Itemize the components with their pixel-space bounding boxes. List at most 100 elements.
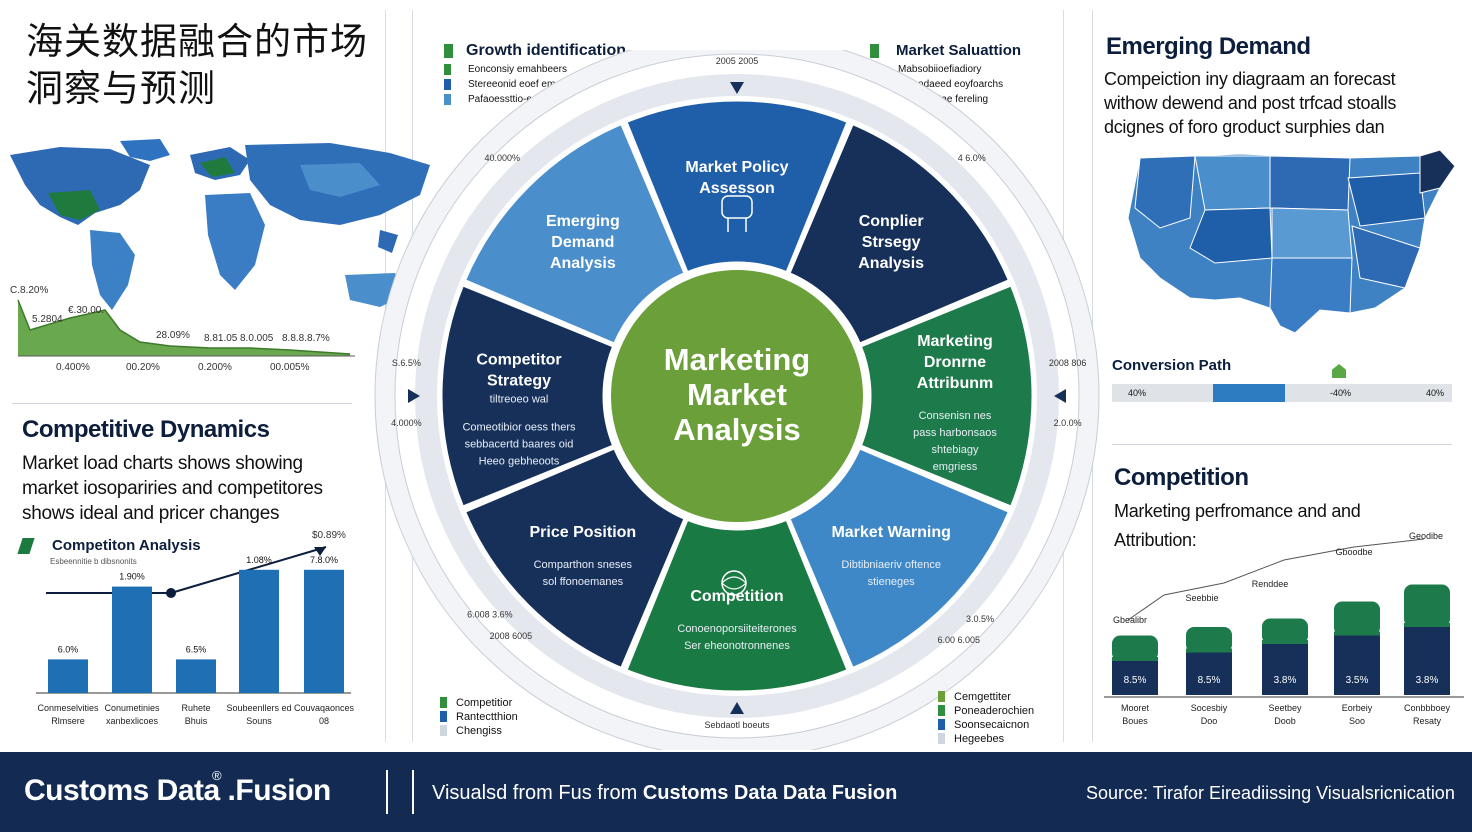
- footer-source: Source: Tirafor Eireadiissing Visualsric…: [1086, 783, 1455, 803]
- wheel-segment-title: Assesson: [699, 180, 775, 197]
- legend-swatch: [938, 705, 945, 716]
- map-label: C.8.20%: [10, 285, 49, 296]
- us-map: [1127, 149, 1456, 334]
- brand-name: Customs Data .Fusion: [24, 774, 331, 808]
- footer-divider: [386, 770, 388, 814]
- category-label: Rlmsere: [51, 716, 85, 725]
- footer-credit-prefix: Visualsd from Fus from: [432, 782, 643, 804]
- bar-value-label: 8.5%: [1198, 675, 1221, 686]
- competition-bar-chart: 6.0%ConmeselvitiesRlmsere1.90%Conumetini…: [36, 546, 355, 725]
- legend-item: Rantectthion: [456, 711, 518, 723]
- category-label: Conbbboey: [1404, 703, 1451, 713]
- legend-swatch: [938, 733, 945, 744]
- wheel-segment-title: Strsegy: [862, 234, 921, 251]
- ring-label: 2005 2005: [716, 56, 759, 66]
- bar-segment: [1334, 635, 1380, 695]
- legend-item: Chengiss: [456, 725, 502, 737]
- bar-segment-joint: [1404, 623, 1450, 627]
- footer-divider: [412, 770, 414, 814]
- section-body: Marketing perfromance and and Attributio…: [1114, 497, 1361, 555]
- page-title-line-2: 洞察与预测: [26, 67, 216, 110]
- legend-item: Pafaoessttio-ed egioghies: [468, 94, 584, 105]
- bar-segment: [1186, 627, 1232, 653]
- bar-value-label: 6.5%: [186, 644, 207, 654]
- legend-item: Eonconsiy emahbeers: [468, 64, 567, 75]
- legend-swatch: [444, 44, 453, 58]
- ring-label: 40.000%: [484, 153, 520, 163]
- legend-swatch: [440, 697, 447, 708]
- conversion-bar: 40% -40% 40%: [1112, 384, 1452, 402]
- legend-item: Stereeonid eoef emanbes: [468, 79, 583, 90]
- body-line: Attribution:: [1114, 530, 1197, 550]
- ring-label: 3.0.5%: [966, 614, 994, 624]
- legend-swatch: [444, 94, 451, 105]
- bar-segment: [1404, 627, 1450, 695]
- bar-segment: [1112, 635, 1158, 661]
- wheel-segment-sub: Comparthon sneses: [534, 559, 633, 571]
- bar-value-label: 1.90%: [119, 572, 145, 582]
- legend-swatch: [440, 725, 447, 736]
- world-map: [10, 139, 430, 310]
- divider: [1112, 444, 1452, 445]
- conversion-title: Conversion Path: [1112, 357, 1232, 374]
- ring-label: 2.0.0%: [1054, 418, 1082, 428]
- body-line: market iosopariries and competitores: [22, 478, 323, 499]
- ring-label: 2008 806: [1049, 358, 1087, 368]
- map-label: €.30.00.: [68, 305, 105, 316]
- bar-segment: [1404, 584, 1450, 627]
- legend-item: Cemgettiter: [954, 691, 1011, 703]
- footer-credit-bold: Customs Data Data Fusion: [642, 782, 898, 804]
- wheel-segment-sub: pass harbonsaos: [913, 427, 997, 439]
- body-line: shows ideal and pricer changes: [22, 503, 280, 524]
- marketing-wheel-diagram: Market PolicyAssessonConplierStrsegyAnal…: [374, 50, 1100, 750]
- policy-icon: [721, 195, 753, 232]
- bar-segment-joint: [1186, 648, 1232, 653]
- wheel-segment-sub: Heeo gebheoots: [479, 456, 560, 468]
- map-label: 8.0.005: [240, 333, 274, 344]
- wheel-center-label: Market: [687, 377, 787, 412]
- bar-value-label: 6.0%: [58, 644, 79, 654]
- legend-title: Growth identification: [466, 42, 626, 59]
- callout-label: Renddee: [1252, 579, 1289, 589]
- wheel-segment-title: Market Warning: [831, 524, 950, 541]
- conversion-label: 40%: [1128, 388, 1147, 398]
- wheel-segment-title: Emerging: [546, 213, 620, 230]
- ring-arrow-icon: [408, 389, 420, 403]
- wheel-segment-title: Analysis: [550, 255, 616, 272]
- category-label: Souns: [246, 716, 272, 725]
- bar-segment: [1334, 601, 1380, 636]
- section-heading: Competition: [1114, 464, 1249, 491]
- legend-item: Poneaderochien: [954, 705, 1035, 717]
- wheel-segment-note: tiltreoeo wal: [490, 394, 549, 406]
- ring-arrow-icon: [730, 702, 744, 714]
- footer-credit: Visualsd from Fus from Customs Data Data…: [432, 782, 897, 805]
- callout-label: Geodibe: [1409, 531, 1443, 541]
- wheel-segment-sub: shtebiagy: [931, 444, 979, 456]
- category-label: xanbexlicoes: [106, 716, 159, 725]
- category-label: Soo: [1349, 716, 1365, 726]
- wheel-segment-title: Competition: [690, 588, 783, 605]
- section-body: Compeiction iny diagraam an forecast wit…: [1104, 67, 1396, 139]
- ring-arrow-icon: [730, 82, 744, 94]
- wheel-segment-sub: Conoenoporsiiteiterones: [677, 623, 797, 635]
- bar-value-label: 3.8%: [1416, 675, 1439, 686]
- bar-segment: [1112, 661, 1158, 695]
- category-label: Seetbey: [1268, 703, 1302, 713]
- category-label: Ruhete: [181, 703, 210, 713]
- category-label: Soubeenllers ed: [226, 703, 291, 713]
- footer: Customs Data .Fusion ® Visualsd from Fus…: [0, 752, 1472, 832]
- body-line: dcignes of foro groduct surphies dan: [1104, 117, 1385, 137]
- bar-value-label: 3.8%: [1274, 675, 1297, 686]
- legend-item: Ifareodaeed eoyfoarchs: [898, 79, 1004, 90]
- wheel-segment-sub: emgriess: [933, 461, 978, 473]
- axis-label: 00.005%: [270, 362, 310, 373]
- bar-segment-joint: [1334, 631, 1380, 636]
- legend-item: Mabsobiioefiadiory: [898, 64, 982, 75]
- wheel-center-label: Marketing: [664, 342, 810, 377]
- legend-item: Hegeebes: [954, 733, 1005, 745]
- category-label: Doo: [1201, 716, 1218, 726]
- section-heading: Competitive Dynamics: [22, 416, 270, 443]
- globe-icon: [721, 570, 747, 596]
- wheel-segment-title: Attribunm: [917, 375, 993, 392]
- divider: [12, 403, 352, 404]
